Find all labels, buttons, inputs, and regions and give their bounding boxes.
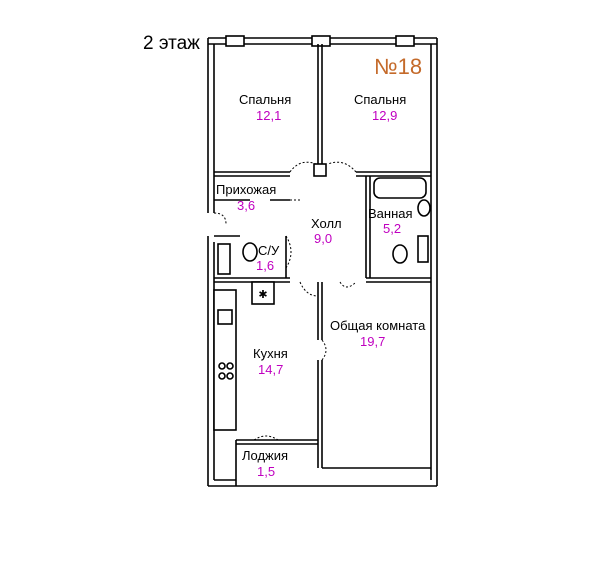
- apartment-number: №18: [374, 54, 423, 79]
- floor-label: 2 этаж: [143, 33, 200, 54]
- room-area-loggia: 1,5: [257, 464, 276, 479]
- room-name-bedroom-2: Спальня: [354, 92, 407, 107]
- room-name-living: Общая комната: [330, 318, 426, 333]
- shaft-asterisk-icon: ✱: [258, 288, 267, 301]
- room-area-living: 19,7: [360, 334, 386, 349]
- room-name-wc: С/У: [258, 243, 280, 258]
- door-swings: [213, 161, 357, 441]
- room-area-bedroom-1: 12,1: [256, 108, 282, 123]
- room-name-entrance: Прихожая: [216, 182, 277, 197]
- room-area-bedroom-2: 12,9: [372, 108, 398, 123]
- room-name-hall: Холл: [311, 216, 342, 231]
- room-name-kitchen: Кухня: [253, 346, 288, 361]
- walls: [207, 35, 438, 487]
- room-area-bathroom: 5,2: [383, 221, 402, 236]
- room-name-bedroom-1: Спальня: [239, 92, 292, 107]
- room-area-entrance: 3,6: [237, 198, 256, 213]
- room-area-wc: 1,6: [256, 258, 275, 273]
- room-name-loggia: Лоджия: [242, 448, 289, 463]
- room-name-bathroom: Ванная: [368, 206, 413, 221]
- room-area-kitchen: 14,7: [258, 362, 284, 377]
- room-area-hall: 9,0: [314, 231, 333, 246]
